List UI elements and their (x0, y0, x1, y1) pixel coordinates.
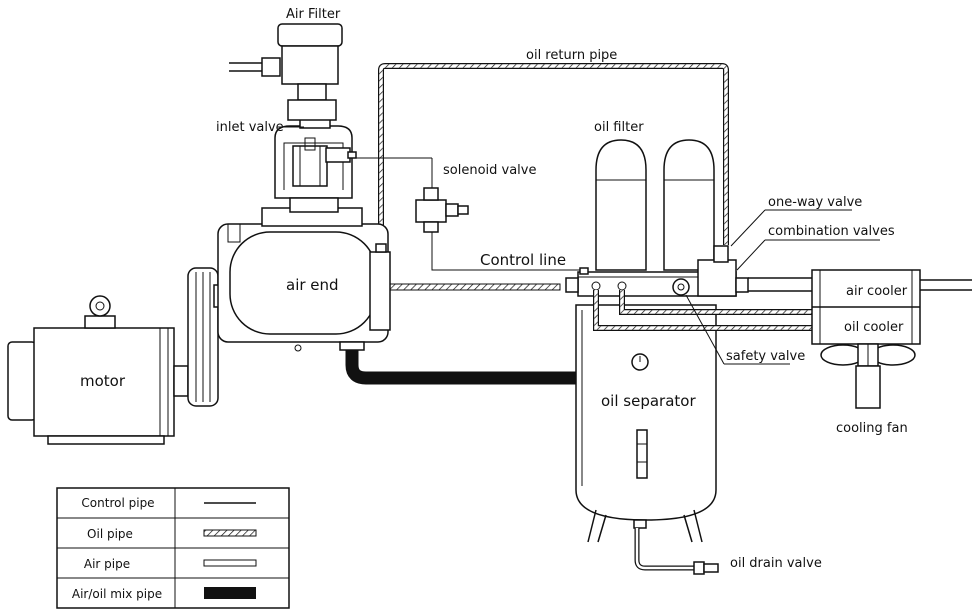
legend-oil-swatch (203, 529, 257, 537)
label-motor: motor (80, 372, 126, 390)
solenoid-valve (356, 157, 469, 233)
inlet-valve (274, 117, 357, 213)
label-control-line: Control line (480, 251, 566, 269)
label-oil-filter: oil filter (594, 120, 644, 135)
oil-pipe-cooler-loop (593, 290, 812, 331)
air-pipe-to-cooler (748, 277, 812, 292)
label-air-cooler: air cooler (846, 284, 908, 299)
oil-separator (575, 304, 717, 543)
legend-mix-swatch (204, 587, 256, 599)
label-combination-valves: combination valves (768, 224, 895, 239)
label-oil-separator: oil separator (601, 392, 696, 410)
legend-air-swatch (203, 559, 257, 567)
legend-label-oil: Oil pipe (87, 527, 133, 541)
oil-return-pipe (378, 63, 729, 245)
air-filter (229, 23, 343, 121)
safety-valve (672, 278, 690, 296)
label-safety-valve: safety valve (726, 349, 805, 364)
motor (7, 295, 189, 445)
label-oil-cooler: oil cooler (844, 320, 904, 335)
label-one-way-valve: one-way valve (768, 195, 862, 210)
oil-drain-valve (633, 519, 719, 575)
legend-label-air: Air pipe (84, 557, 130, 571)
air-oil-mix-pipe (345, 350, 578, 385)
legend-table: Control pipe Oil pipe Air pipe Air/oil m… (56, 487, 290, 609)
leader-lines (282, 126, 880, 365)
label-oil-return-pipe: oil return pipe (526, 48, 617, 63)
label-air-filter: Air Filter (286, 7, 341, 22)
oil-filter (595, 139, 715, 271)
combination-valves (565, 245, 749, 297)
cooling-fan (820, 343, 916, 409)
label-oil-drain-valve: oil drain valve (730, 556, 822, 571)
legend-label-mix: Air/oil mix pipe (72, 587, 162, 601)
label-inlet-valve: inlet valve (216, 120, 284, 135)
oil-pipe-air-end (389, 283, 561, 291)
label-air-end: air end (286, 276, 339, 294)
label-solenoid-valve: solenoid valve (443, 163, 537, 178)
control-line (431, 232, 580, 271)
label-cooling-fan: cooling fan (836, 421, 908, 436)
air-end (217, 207, 391, 352)
legend-label-control: Control pipe (81, 496, 154, 510)
